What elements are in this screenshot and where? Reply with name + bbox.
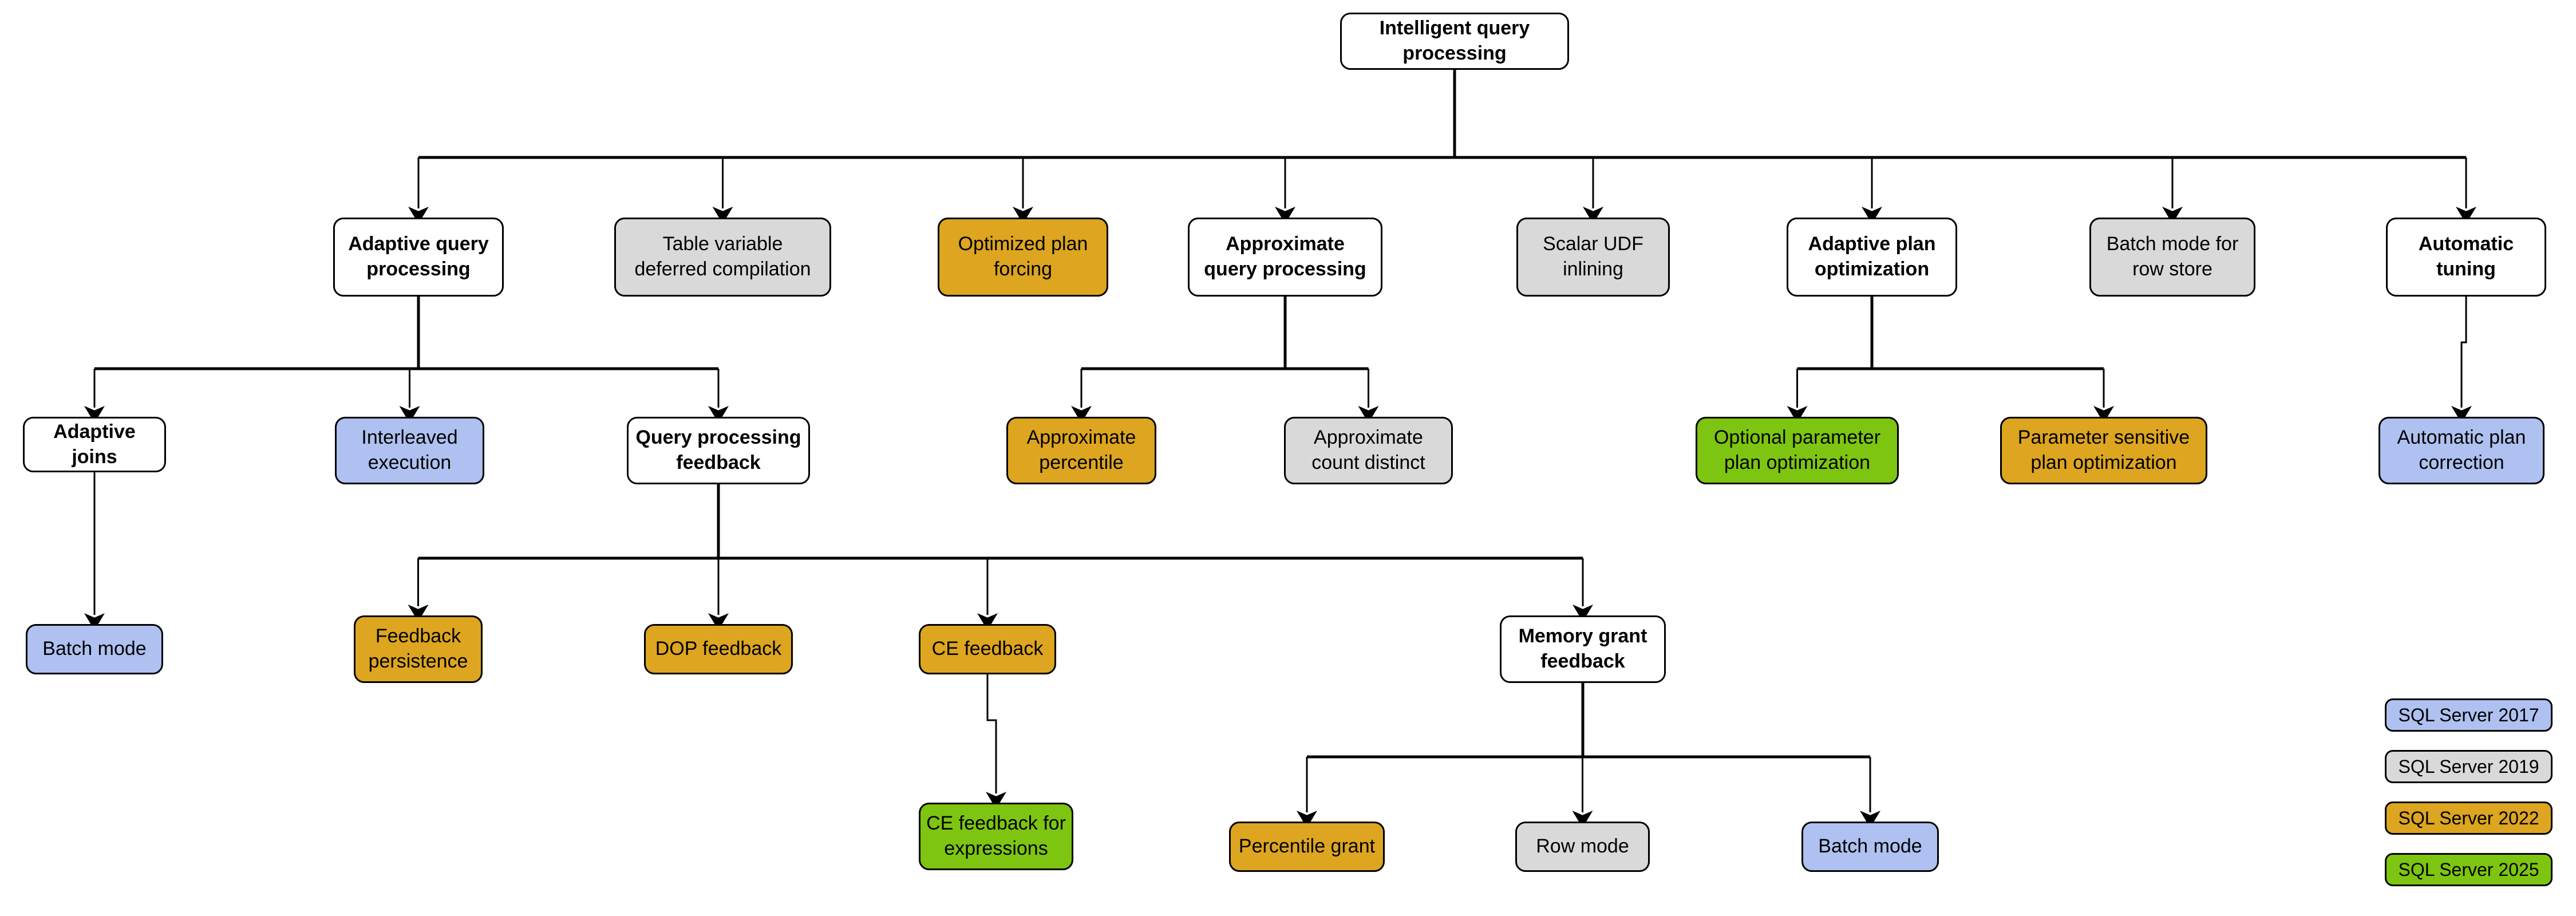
node-pctgrant[interactable]: Percentile grant bbox=[1229, 822, 1385, 872]
node-pspo[interactable]: Parameter sensitive plan optimization bbox=[2000, 417, 2207, 484]
node-aqp[interactable]: Adaptive query processing bbox=[333, 218, 504, 297]
node-qpf[interactable]: Query processing feedback bbox=[627, 417, 810, 484]
node-opf[interactable]: Optimized plan forcing bbox=[938, 218, 1108, 297]
node-fbpersist[interactable]: Feedback persistence bbox=[354, 615, 483, 683]
node-autotune[interactable]: Automatic tuning bbox=[2386, 218, 2546, 297]
node-cefb[interactable]: CE feedback bbox=[919, 624, 1056, 674]
node-udf[interactable]: Scalar UDF inlining bbox=[1516, 218, 1670, 297]
node-apo[interactable]: Adaptive plan optimization bbox=[1787, 218, 1957, 297]
node-mgf[interactable]: Memory grant feedback bbox=[1500, 615, 1666, 683]
node-adaptivejoins[interactable]: Adaptive joins bbox=[23, 417, 166, 472]
node-bmrs[interactable]: Batch mode for row store bbox=[2089, 218, 2255, 297]
edge bbox=[2451, 297, 2472, 423]
node-apc[interactable]: Automatic plan correction bbox=[2379, 417, 2545, 484]
node-cefbexpr[interactable]: CE feedback for expressions bbox=[919, 803, 1073, 870]
node-approxpct[interactable]: Approximate percentile bbox=[1006, 417, 1156, 484]
node-rowmode[interactable]: Row mode bbox=[1515, 822, 1650, 872]
legend-item-3: SQL Server 2025 bbox=[2385, 853, 2553, 886]
legend-item-0: SQL Server 2017 bbox=[2385, 698, 2553, 732]
node-approxcd[interactable]: Approximate count distinct bbox=[1284, 417, 1453, 484]
node-approxqp[interactable]: Approximate query processing bbox=[1188, 218, 1382, 297]
legend-item-2: SQL Server 2022 bbox=[2385, 802, 2553, 835]
node-oppo[interactable]: Optional parameter plan optimization bbox=[1696, 417, 1899, 484]
node-batchmode2[interactable]: Batch mode bbox=[1801, 822, 1939, 872]
node-dopfb[interactable]: DOP feedback bbox=[644, 624, 793, 674]
legend-item-1: SQL Server 2019 bbox=[2385, 750, 2553, 783]
edge bbox=[986, 674, 1006, 809]
node-interleaved[interactable]: Interleaved execution bbox=[335, 417, 484, 484]
node-batchmode1[interactable]: Batch mode bbox=[26, 624, 163, 674]
node-tvdc[interactable]: Table variable deferred compilation bbox=[614, 218, 831, 297]
node-root[interactable]: Intelligent query processing bbox=[1340, 13, 1569, 70]
